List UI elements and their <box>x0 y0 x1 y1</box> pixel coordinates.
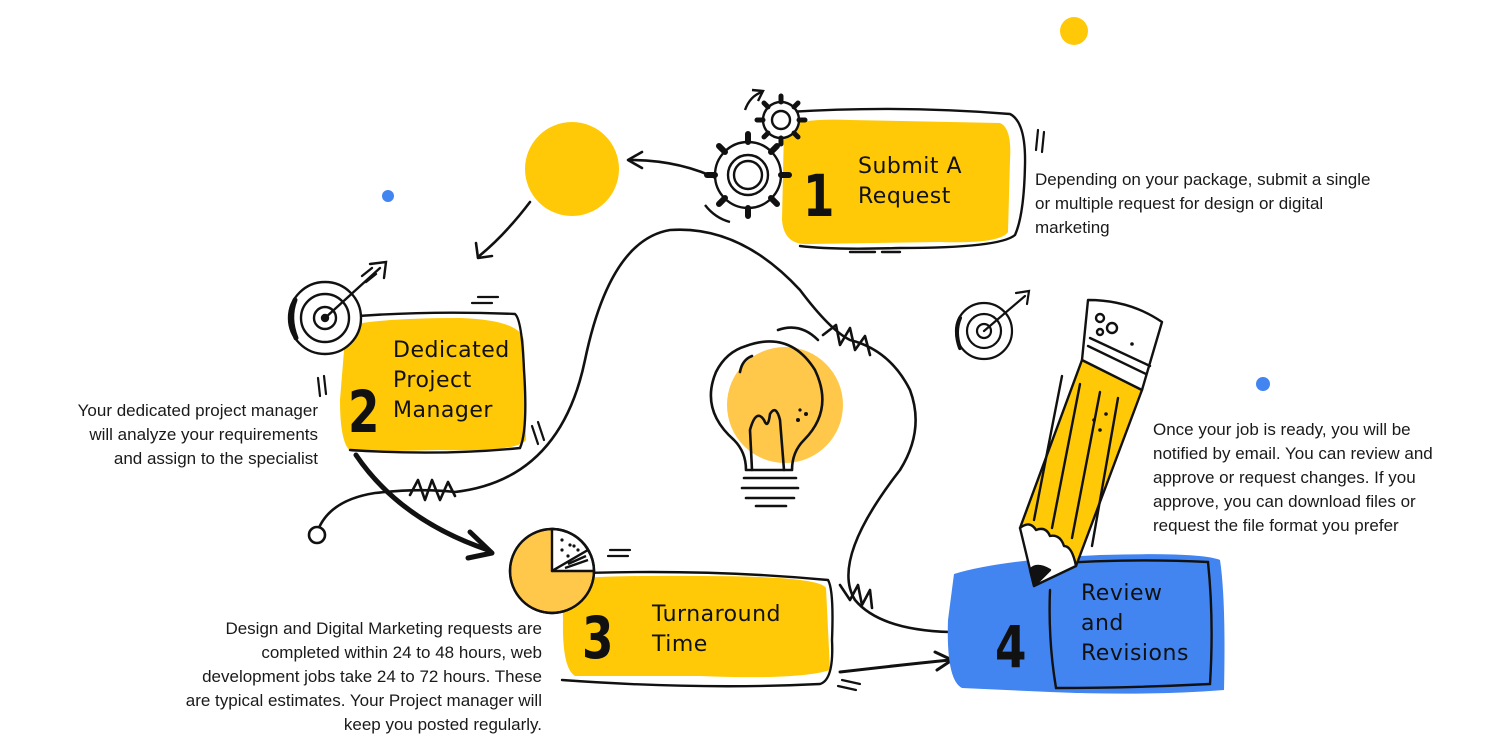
step-2-description-line: and assign to the specialist <box>113 449 318 468</box>
step-2-number: 2 <box>348 378 380 446</box>
step-3-description: Design and Digital Marketing requests ar… <box>120 617 542 737</box>
step-4-description-line: Once your job is ready, you will be <box>1153 420 1411 439</box>
step-1-description-line: or multiple request for design or digita… <box>1035 194 1324 213</box>
step-3-number: 3 <box>582 604 614 672</box>
step-2-description: Your dedicated project manager will anal… <box>20 399 318 471</box>
step-2-title-line: Dedicated <box>393 338 510 363</box>
step-2-title: Dedicated Project Manager <box>393 336 510 426</box>
step-4-description: Once your job is ready, you will be noti… <box>1153 418 1483 538</box>
target-icon <box>287 260 388 356</box>
step-3-description-line: are typical estimates. Your Project mana… <box>185 691 542 710</box>
decorative-yellow-circle <box>525 122 619 216</box>
step-4-description-line: approve or request changes. If you <box>1153 468 1416 487</box>
step-1-title-line: Request <box>858 184 951 209</box>
step-4-title-line: Revisions <box>1081 641 1189 666</box>
step-2-description-line: will analyze your requirements <box>89 425 318 444</box>
step-1-box <box>782 107 1046 254</box>
step-4-title: Review and Revisions <box>1081 579 1189 669</box>
step-2-description-line: Your dedicated project manager <box>77 401 318 420</box>
step-4-box <box>947 554 1225 694</box>
decorative-blue-dot <box>1256 377 1270 391</box>
decorative-blue-dot <box>382 190 394 202</box>
connector-lines <box>307 150 1032 674</box>
step-1-title-line: Submit A <box>858 154 963 179</box>
step-2-title-line: Manager <box>393 398 493 423</box>
step-4-number: 4 <box>995 613 1027 681</box>
gears-icon <box>704 88 808 224</box>
step-4-description-line: approve, you can download files or <box>1153 492 1416 511</box>
step-2-title-line: Project <box>393 368 472 393</box>
step-3-title: Turnaround Time <box>652 600 781 660</box>
step-3-description-line: keep you posted regularly. <box>343 715 542 734</box>
step-3-description-line: development jobs take 24 to 72 hours. Th… <box>202 667 542 686</box>
step-3-title-line: Turnaround <box>652 602 781 627</box>
small-target-icon <box>954 289 1031 361</box>
step-3-box <box>556 548 862 692</box>
pie-chart-icon <box>508 527 596 615</box>
step-4-description-line: notified by email. You can review and <box>1153 444 1433 463</box>
step-1-description-line: Depending on your package, submit a sing… <box>1035 170 1371 189</box>
step-4-title-line: and <box>1081 611 1124 636</box>
step-3-title-line: Time <box>652 632 708 657</box>
step-2-box <box>316 295 546 454</box>
step-1-number: 1 <box>803 162 835 230</box>
step-1-description: Depending on your package, submit a sing… <box>1035 168 1435 240</box>
decorative-yellow-dot <box>1060 17 1088 45</box>
step-1-title: Submit A Request <box>858 152 962 212</box>
step-1-description-line: marketing <box>1035 218 1110 237</box>
lightbulb-icon <box>709 326 843 508</box>
step-4-description-line: request the file format you prefer <box>1153 516 1399 535</box>
pencil-icon <box>1018 298 1164 588</box>
step-4-title-line: Review <box>1081 581 1163 606</box>
step-3-description-line: completed within 24 to 48 hours, web <box>261 643 542 662</box>
step-3-description-line: Design and Digital Marketing requests ar… <box>225 619 542 638</box>
